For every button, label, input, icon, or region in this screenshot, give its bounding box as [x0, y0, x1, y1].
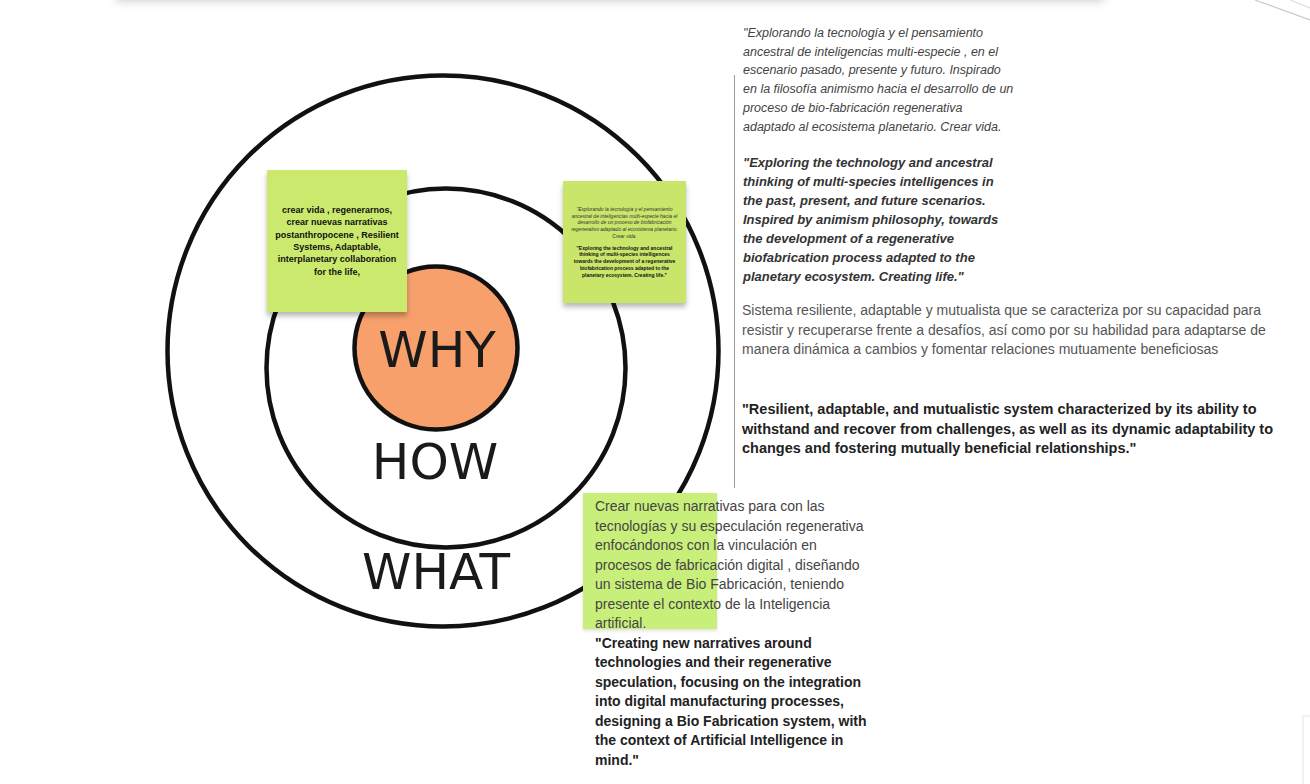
note-text: Crear nuevas narrativas para con las tec… — [595, 497, 867, 634]
note-text: "Explorando la tecnología y el pensamien… — [569, 206, 680, 240]
ring-label: WHAT — [362, 547, 510, 597]
note-translation: "Creating new narratives around technolo… — [595, 634, 871, 771]
sticky-note: "Explorando la tecnología y el pensamien… — [563, 181, 686, 303]
ring-label: WHY — [378, 325, 496, 375]
english-note: "Resilient, adaptable, and mutualistic s… — [742, 400, 1290, 459]
corner-line — [1255, 0, 1310, 20]
spanish-note: "Explorando la tecnología y el pensamien… — [743, 24, 1015, 136]
card-shadow — [115, 0, 1105, 2]
sticky-note: crear vida , regenerarnos, crear nuevas … — [267, 170, 407, 312]
english-note: "Exploring the technology and ancestral … — [743, 153, 1005, 286]
highlight-note: Crear nuevas narrativas para con las tec… — [583, 493, 875, 770]
note-text: crear vida , regenerarnos, crear nuevas … — [275, 204, 399, 278]
corner-line — [1290, 0, 1310, 8]
note-translation: "Exploring the technology and ancestral … — [569, 245, 680, 279]
divider-line — [734, 75, 735, 488]
ring-label: HOW — [372, 437, 498, 487]
edge-panel — [1303, 716, 1310, 784]
spanish-note: Sistema resiliente, adaptable y mutualis… — [742, 301, 1290, 360]
